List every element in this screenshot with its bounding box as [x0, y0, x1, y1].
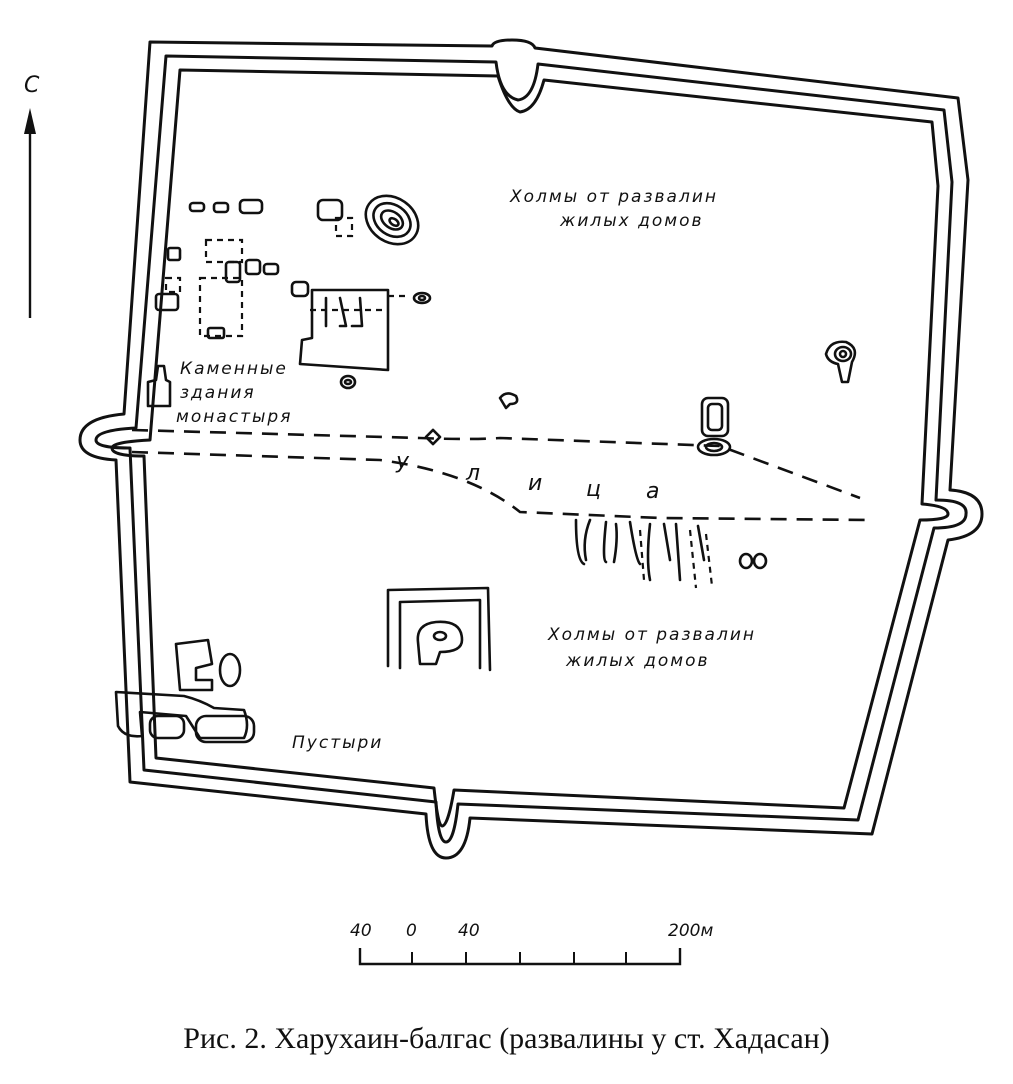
east-mounds: [696, 340, 857, 570]
stone-buildings-line2: здания: [180, 383, 256, 403]
scale-tick-0: 0: [406, 921, 417, 941]
street-letter-5: а: [646, 479, 659, 504]
scale-tick-200m: 200м: [668, 921, 713, 941]
central-enclosure: [386, 586, 492, 672]
stone-buildings-line3: монастыря: [176, 407, 292, 427]
scale-tick-40-left: 40: [350, 921, 372, 941]
street-letter-3: и: [528, 471, 542, 496]
scale-tick-40-right: 40: [458, 921, 480, 941]
mounds-south-line2: жилых домов: [565, 651, 710, 671]
site-plan: С: [24, 38, 984, 966]
street-letter-4: ц: [586, 477, 601, 502]
street: [131, 428, 869, 522]
street-side-structures: [574, 518, 714, 589]
stone-buildings-line1: Каменные: [180, 359, 288, 379]
mounds-south-line1: Холмы от развалин: [547, 625, 756, 645]
wasteland-structures: [114, 638, 256, 744]
scale-bar: 40 0 40 200м: [350, 921, 713, 966]
street-letter-1: у: [395, 449, 410, 474]
street-letter-2: л: [465, 461, 480, 486]
figure-caption: Рис. 2. Харухаин-балгас (развалины у ст.…: [183, 1022, 830, 1055]
mounds-north-line2: жилых домов: [559, 211, 704, 231]
north-label: С: [24, 73, 40, 98]
fortress-wall: [78, 38, 984, 860]
wasteland-label: Пустыри: [292, 733, 383, 753]
mounds-north-line1: Холмы от развалин: [509, 187, 718, 207]
monastery-ruins: [146, 194, 519, 446]
north-arrow: С: [24, 73, 40, 318]
